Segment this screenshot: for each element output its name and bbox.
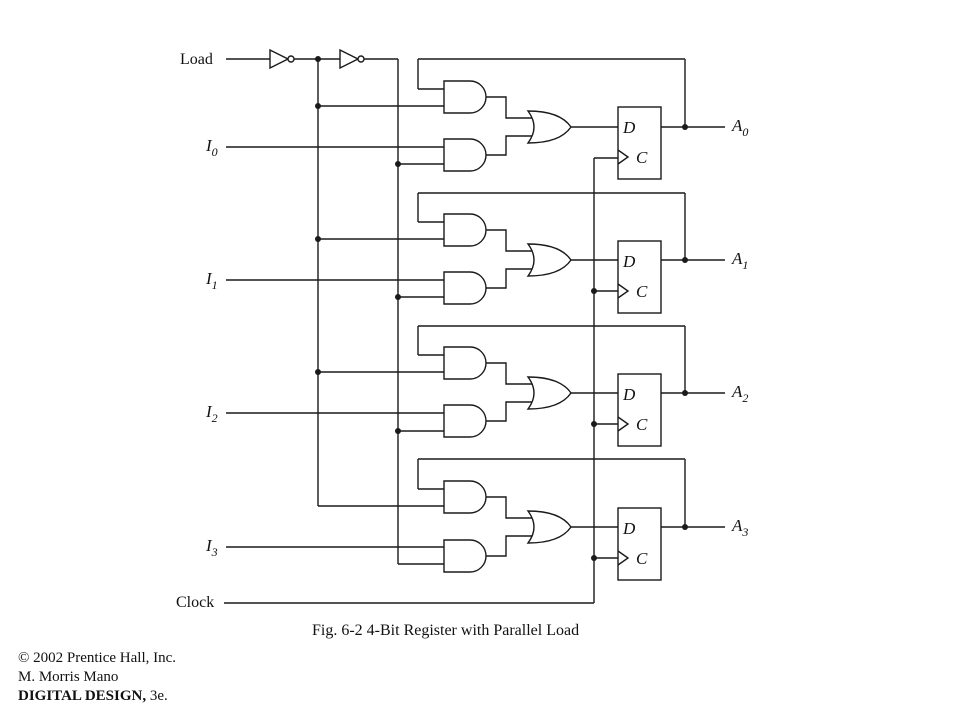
book-title-line: DIGITAL DESIGN, 3e. (18, 687, 168, 706)
author-line: M. Morris Mano (18, 669, 119, 685)
d-flip-flop (617, 106, 662, 180)
svg-text:D: D (622, 252, 636, 271)
input-label-i1: I1 (205, 269, 218, 292)
output-label-a2: A2 (731, 382, 748, 405)
inverter-1 (269, 48, 295, 70)
svg-text:C: C (636, 148, 648, 167)
book-edition: 3e. (146, 688, 168, 704)
svg-text:C: C (636, 549, 648, 568)
or-gate (526, 376, 572, 410)
input-label-i2: I2 (205, 402, 218, 425)
or-gate (526, 243, 572, 277)
svg-text:D: D (622, 118, 636, 137)
and-gate (443, 138, 487, 172)
and-gate (443, 271, 487, 305)
output-label-a3: A3 (731, 516, 748, 539)
copyright-line: © 2002 Prentice Hall, Inc. (18, 650, 177, 666)
d-flip-flop (617, 240, 662, 314)
output-label-a1: A1 (731, 249, 748, 272)
junction-dot (315, 56, 321, 62)
input-label-i3: I3 (205, 536, 218, 559)
and-gate (443, 346, 487, 380)
clock-label: Clock (176, 594, 214, 611)
svg-text:D: D (622, 519, 636, 538)
svg-text:C: C (636, 282, 648, 301)
inverter-2 (339, 48, 365, 70)
and-gate (443, 480, 487, 514)
load-label: Load (180, 51, 213, 68)
or-gate (526, 110, 572, 144)
stage-1: I1 D C A1 (205, 192, 748, 314)
stage-2: I2 D C A2 (205, 325, 748, 447)
and-gate (443, 404, 487, 438)
output-label-a0: A0 (731, 116, 748, 139)
stage-0: I0 D C A0 (205, 58, 748, 180)
figure-caption: Fig. 6-2 4-Bit Register with Parallel Lo… (312, 622, 580, 639)
and-gate (443, 539, 487, 573)
stage-3: I3 D C A3 (205, 458, 748, 581)
svg-text:C: C (636, 415, 648, 434)
d-flip-flop (617, 507, 662, 581)
and-gate (443, 80, 487, 114)
or-gate (526, 510, 572, 544)
d-flip-flop (617, 373, 662, 447)
input-label-i0: I0 (205, 136, 218, 159)
and-gate (443, 213, 487, 247)
book-title: DIGITAL DESIGN, (18, 688, 147, 704)
svg-text:D: D (622, 385, 636, 404)
